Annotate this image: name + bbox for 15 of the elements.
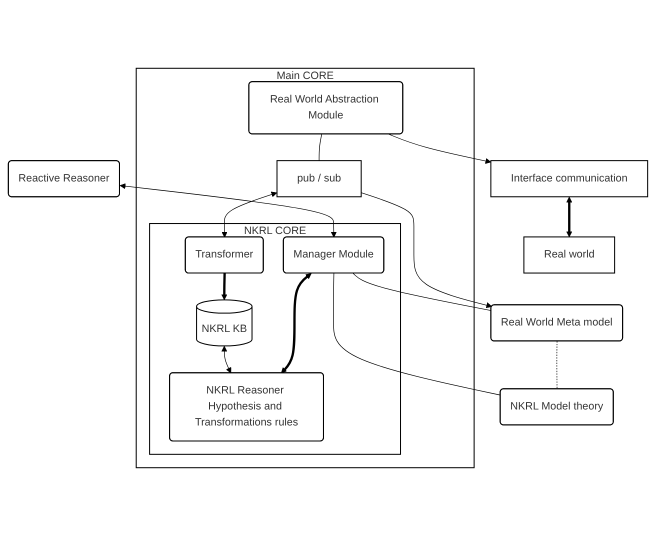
arrow (388, 133, 492, 164)
connector (333, 272, 501, 395)
arrow (221, 345, 232, 373)
arrow (360, 192, 492, 308)
arrow (222, 191, 278, 238)
node-box: pub / sub (276, 160, 362, 197)
arrow (221, 272, 228, 300)
node-box: Interface communication (490, 160, 648, 197)
connector (352, 272, 492, 310)
connector (318, 133, 322, 160)
arrow (281, 272, 312, 373)
arrow (120, 182, 337, 238)
connector (556, 340, 558, 389)
node-box: Real world (523, 236, 616, 274)
arrow (566, 196, 572, 237)
